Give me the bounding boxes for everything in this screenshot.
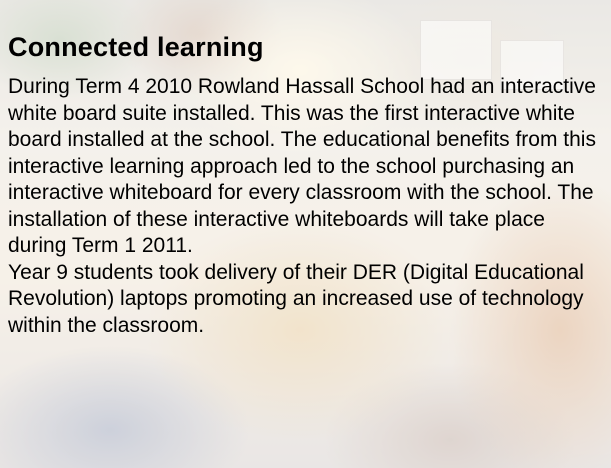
background-poster <box>420 20 492 80</box>
body-paragraph-1: During Term 4 2010 Rowland Hassall Schoo… <box>8 75 596 257</box>
background-poster <box>500 40 564 90</box>
body-paragraph-2: Year 9 students took delivery of their D… <box>8 260 584 337</box>
slide-title: Connected learning <box>8 32 264 62</box>
text-content: Connected learning During Term 4 2010 Ro… <box>8 30 603 339</box>
